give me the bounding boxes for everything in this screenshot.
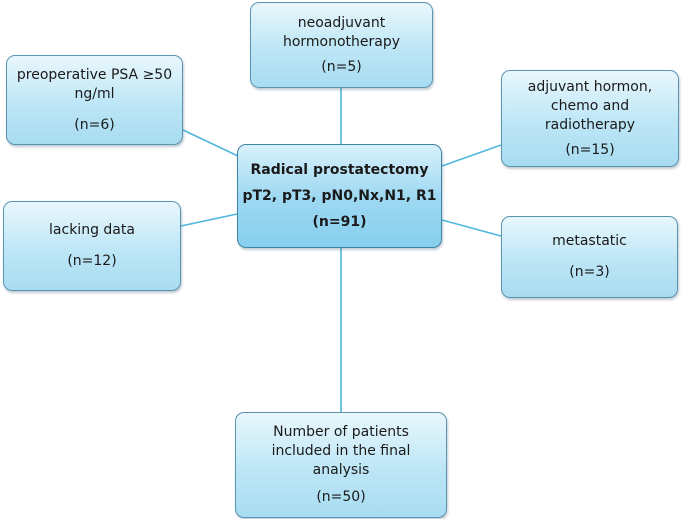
neoadjuvant-line2: hormonotherapy [282, 33, 401, 50]
lacking-line1: lacking data [49, 222, 135, 238]
center-line1: Radical prostatectomy [250, 162, 429, 178]
final-line2: included in the final [271, 443, 411, 459]
radical-prostatectomy-box: Radical prostatectomy pT2, pT3, pN0,Nx,N… [237, 144, 442, 248]
adjuvant-line3: radiotherapy [544, 116, 636, 133]
psa-line1: preoperative PSA ≥50 [16, 66, 173, 83]
center-line2: pT2, pT3, pN0,Nx,N1, R1 [242, 188, 437, 204]
connector-psa [182, 129, 239, 157]
center-count: (n=91) [312, 214, 367, 230]
lacking-data-box: lacking data (n=12) [3, 201, 181, 291]
psa-box: preoperative PSA ≥50 ng/ml (n=6) [6, 55, 183, 145]
metastatic-box: metastatic (n=3) [501, 216, 678, 298]
adjuvant-line2: chemo and [550, 97, 630, 114]
final-analysis-box: Number of patients included in the final… [235, 412, 447, 518]
connector-lacking [180, 213, 238, 227]
adjuvant-line1: adjuvant hormon, [527, 78, 653, 95]
adjuvant-box: adjuvant hormon, chemo and radiotherapy … [501, 70, 679, 167]
adjuvant-count: (n=15) [565, 141, 615, 158]
connector-adjuvant [441, 144, 502, 167]
metastatic-line1: metastatic [552, 233, 627, 249]
metastatic-count: (n=3) [569, 264, 610, 280]
psa-line2: ng/ml [74, 85, 115, 102]
psa-count: (n=6) [74, 116, 115, 133]
neoadjuvant-box: neoadjuvant hormonotherapy (n=5) [250, 2, 433, 88]
final-line1: Number of patients [273, 424, 409, 440]
lacking-count: (n=12) [67, 253, 117, 269]
neoadjuvant-count: (n=5) [321, 58, 362, 75]
final-line3: analysis [312, 462, 370, 478]
final-count: (n=50) [316, 489, 366, 505]
connector-metastatic [441, 219, 502, 237]
neoadjuvant-line1: neoadjuvant [297, 14, 386, 31]
